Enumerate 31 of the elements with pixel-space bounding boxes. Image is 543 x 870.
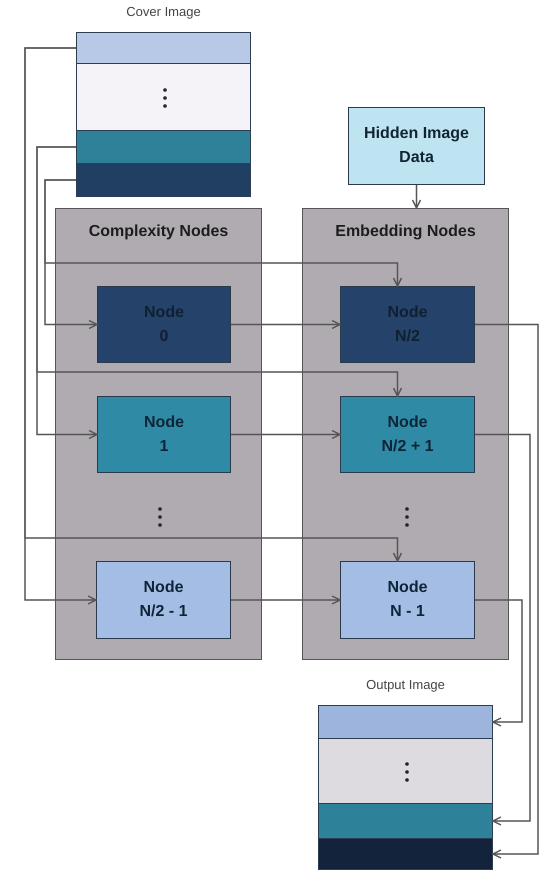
process-box: Node N/2 [340, 286, 475, 363]
pixel-row [76, 130, 251, 164]
arrow [475, 324, 539, 859]
arrow [231, 595, 341, 605]
arrow [36, 146, 402, 397]
arrow [24, 47, 402, 562]
pixel-row [76, 32, 251, 64]
process-box: Node N - 1 [340, 561, 475, 639]
data-box: Hidden Image Data [348, 107, 485, 185]
pixel-row [76, 63, 251, 131]
arrow [412, 185, 422, 209]
pixel-row [318, 803, 493, 839]
image-title: Cover Image [125, 4, 202, 19]
process-box: Node N/2 - 1 [96, 561, 231, 639]
arrow [231, 320, 341, 330]
pixel-row [318, 738, 493, 804]
pixel-row [318, 705, 493, 739]
pixel-row [76, 163, 251, 197]
process-box: Node 0 [97, 286, 231, 363]
pixel-row [318, 838, 493, 870]
arrow [475, 599, 523, 727]
process-box: Node 1 [97, 396, 231, 473]
group-panel [302, 208, 509, 660]
panel-title: Complexity Nodes [88, 223, 230, 241]
process-box: Node N/2 + 1 [340, 396, 475, 473]
arrow [44, 179, 402, 287]
group-panel [55, 208, 262, 660]
arrow [475, 434, 531, 826]
arrow [231, 430, 341, 440]
panel-title: Embedding Nodes [334, 223, 477, 241]
image-title: Output Image [365, 677, 446, 692]
